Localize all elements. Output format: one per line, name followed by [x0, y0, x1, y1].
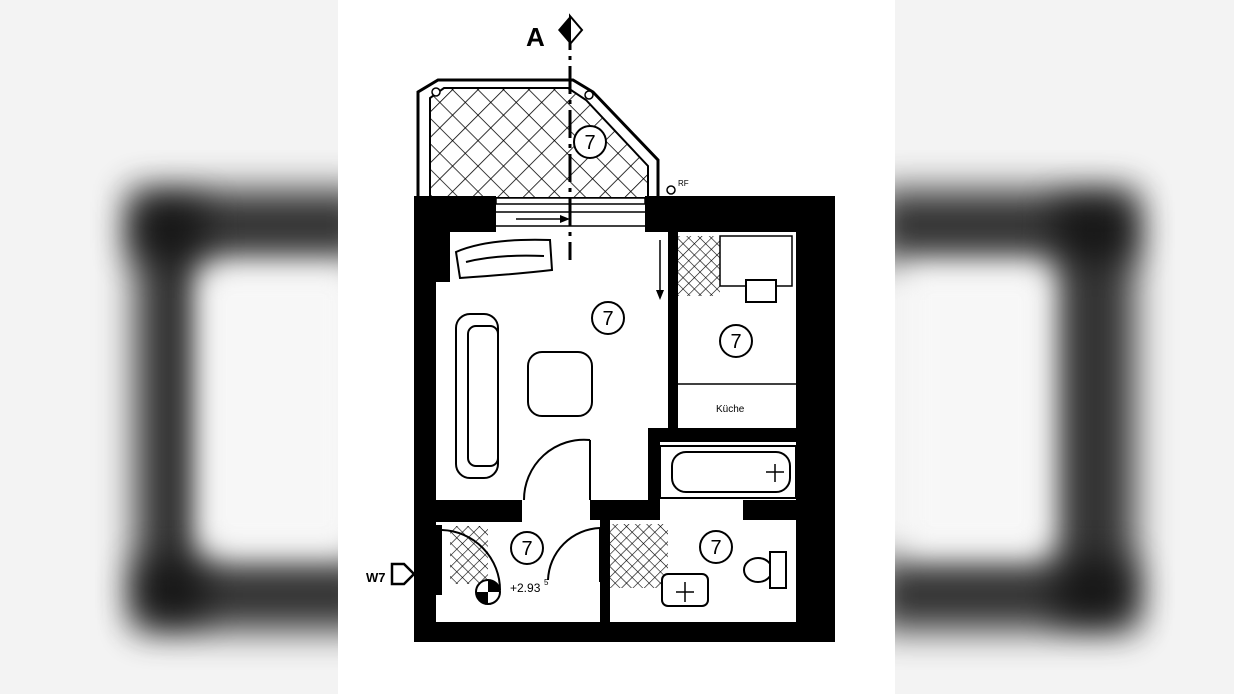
room-code-bath: 7 — [699, 530, 733, 564]
room-code-balcony: 7 — [573, 125, 607, 159]
kitchen-direction-arrow-icon — [656, 290, 664, 300]
kitchen-label: Küche — [716, 404, 745, 415]
svg-text:7: 7 — [710, 537, 721, 559]
blurred-background-left — [0, 0, 338, 694]
svg-text:7: 7 — [584, 132, 595, 154]
room-code-hall: 7 — [510, 531, 544, 565]
hall-fixtures: +2.93 5 — [450, 526, 549, 605]
room-code-kitchen: 7 — [719, 324, 753, 358]
entrance-arrow-icon — [390, 562, 416, 586]
rf-marker-icon — [666, 185, 676, 195]
room-codes: 7 7 7 7 7 — [510, 125, 753, 565]
blurred-background-right — [895, 0, 1234, 694]
bathtub — [659, 445, 797, 499]
toilet-icon — [743, 557, 773, 583]
entrance-label: W7 — [366, 570, 386, 585]
entrance-marker: W7 — [366, 562, 416, 586]
elevation-superscript: 5 — [544, 578, 549, 587]
rf-label: RF — [678, 179, 689, 188]
living-room-furniture — [454, 238, 593, 479]
svg-text:7: 7 — [602, 308, 613, 330]
svg-text:7: 7 — [730, 331, 741, 353]
elevation-label: +2.93 — [510, 581, 541, 595]
section-line-a: A — [526, 13, 584, 260]
balcony: RF — [416, 78, 689, 204]
kitchen: Küche — [678, 235, 796, 415]
section-marker-label: A — [526, 22, 545, 52]
walls — [414, 196, 835, 642]
floor-plan-panel: RF — [338, 0, 895, 694]
floor-plan: RF — [366, 13, 835, 642]
room-code-living: 7 — [591, 301, 625, 335]
bathroom-fixtures — [610, 524, 787, 607]
svg-text:7: 7 — [521, 538, 532, 560]
